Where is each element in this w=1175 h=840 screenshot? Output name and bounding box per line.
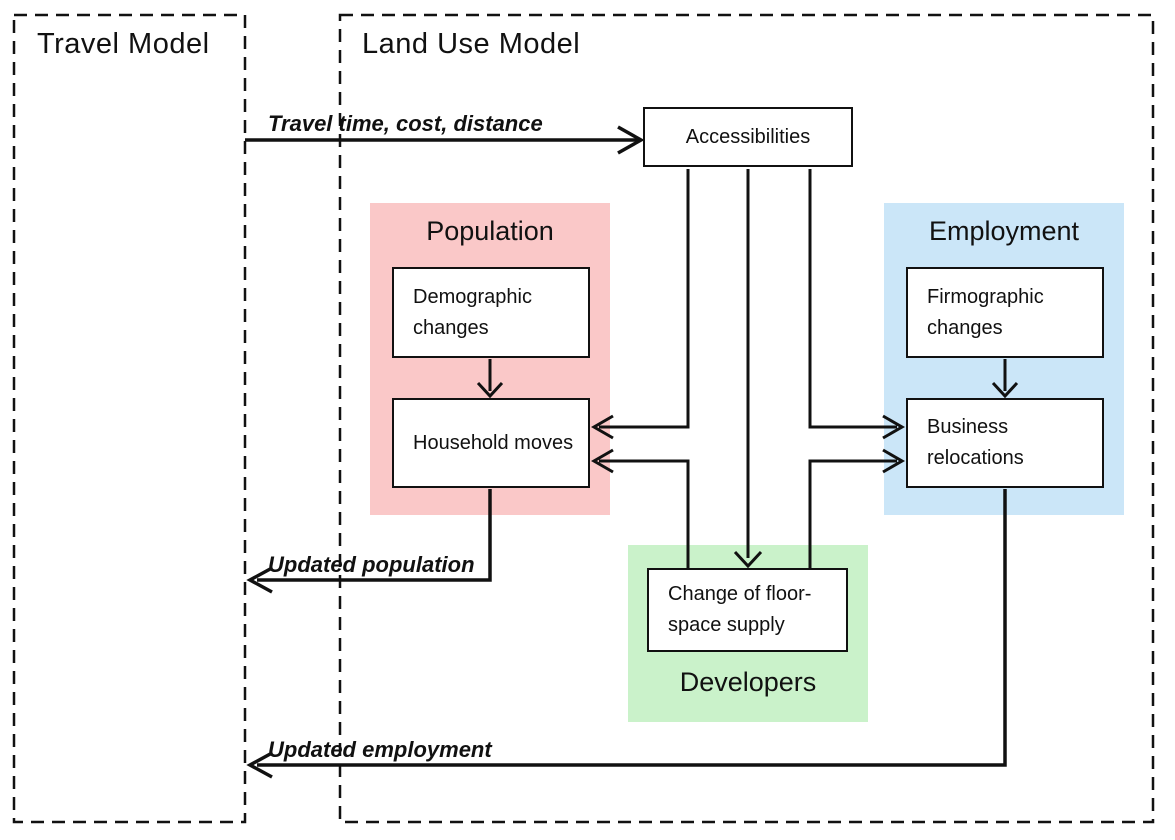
firmographic-changes-box: Firmographic changes [906,267,1104,358]
arrow-floorspace-to-business-head [882,448,905,474]
arrow-floorspace-to-household-head [591,448,614,474]
developers-region-title: Developers [679,667,817,697]
household-moves-label: Household moves [413,431,574,454]
arrow-firmographic-to-business-head [991,381,1019,399]
floorspace-supply-box: Change of floor-space supply [647,568,848,652]
demographic-changes-box: Demographic changes [392,267,590,358]
arrow-updated-population-line [257,489,492,582]
travel-time-flow-label: Travel time, cost, distance [268,111,543,136]
arrow-accessibilities-to-floorspace-head [733,550,763,569]
floorspace-supply-label: Change of floor-space supply [668,583,812,636]
household-moves-box: Household moves [392,398,590,488]
updated-employment-flow-label: Updated employment [268,737,492,762]
land-use-model-frame [338,13,1155,824]
arrow-floorspace-to-business-line [808,459,897,568]
arrow-accessibilities-to-household-head [591,414,614,440]
arrow-floorspace-to-household-line [599,459,690,568]
arrow-accessibilities-to-business-line [808,169,897,429]
updated-population-flow-label: Updated population [268,552,475,577]
employment-region-title: Employment [928,216,1080,246]
arrow-updated-employment-head [246,751,273,779]
travel-model-title: Travel Model [37,28,210,60]
arrow-demographic-to-household-head [476,381,504,399]
land-use-model-title: Land Use Model [362,28,581,60]
business-relocations-label: Business relocations [927,416,1024,469]
population-region-title: Population [426,216,554,246]
demographic-changes-label: Demographic changes [413,285,532,339]
arrow-updated-employment-line [257,489,1007,767]
travel-model-frame [12,13,247,824]
arrow-travel-time-head [617,125,645,155]
accessibilities-label: Accessibilities [685,125,811,148]
accessibilities-box: Accessibilities [643,107,853,167]
business-relocations-box: Business relocations [906,398,1104,488]
arrow-updated-population-head [246,566,273,594]
firmographic-changes-label: Firmographic changes [927,285,1044,339]
arrow-accessibilities-to-household-line [599,169,690,429]
arrow-accessibilities-to-business-head [882,414,905,440]
